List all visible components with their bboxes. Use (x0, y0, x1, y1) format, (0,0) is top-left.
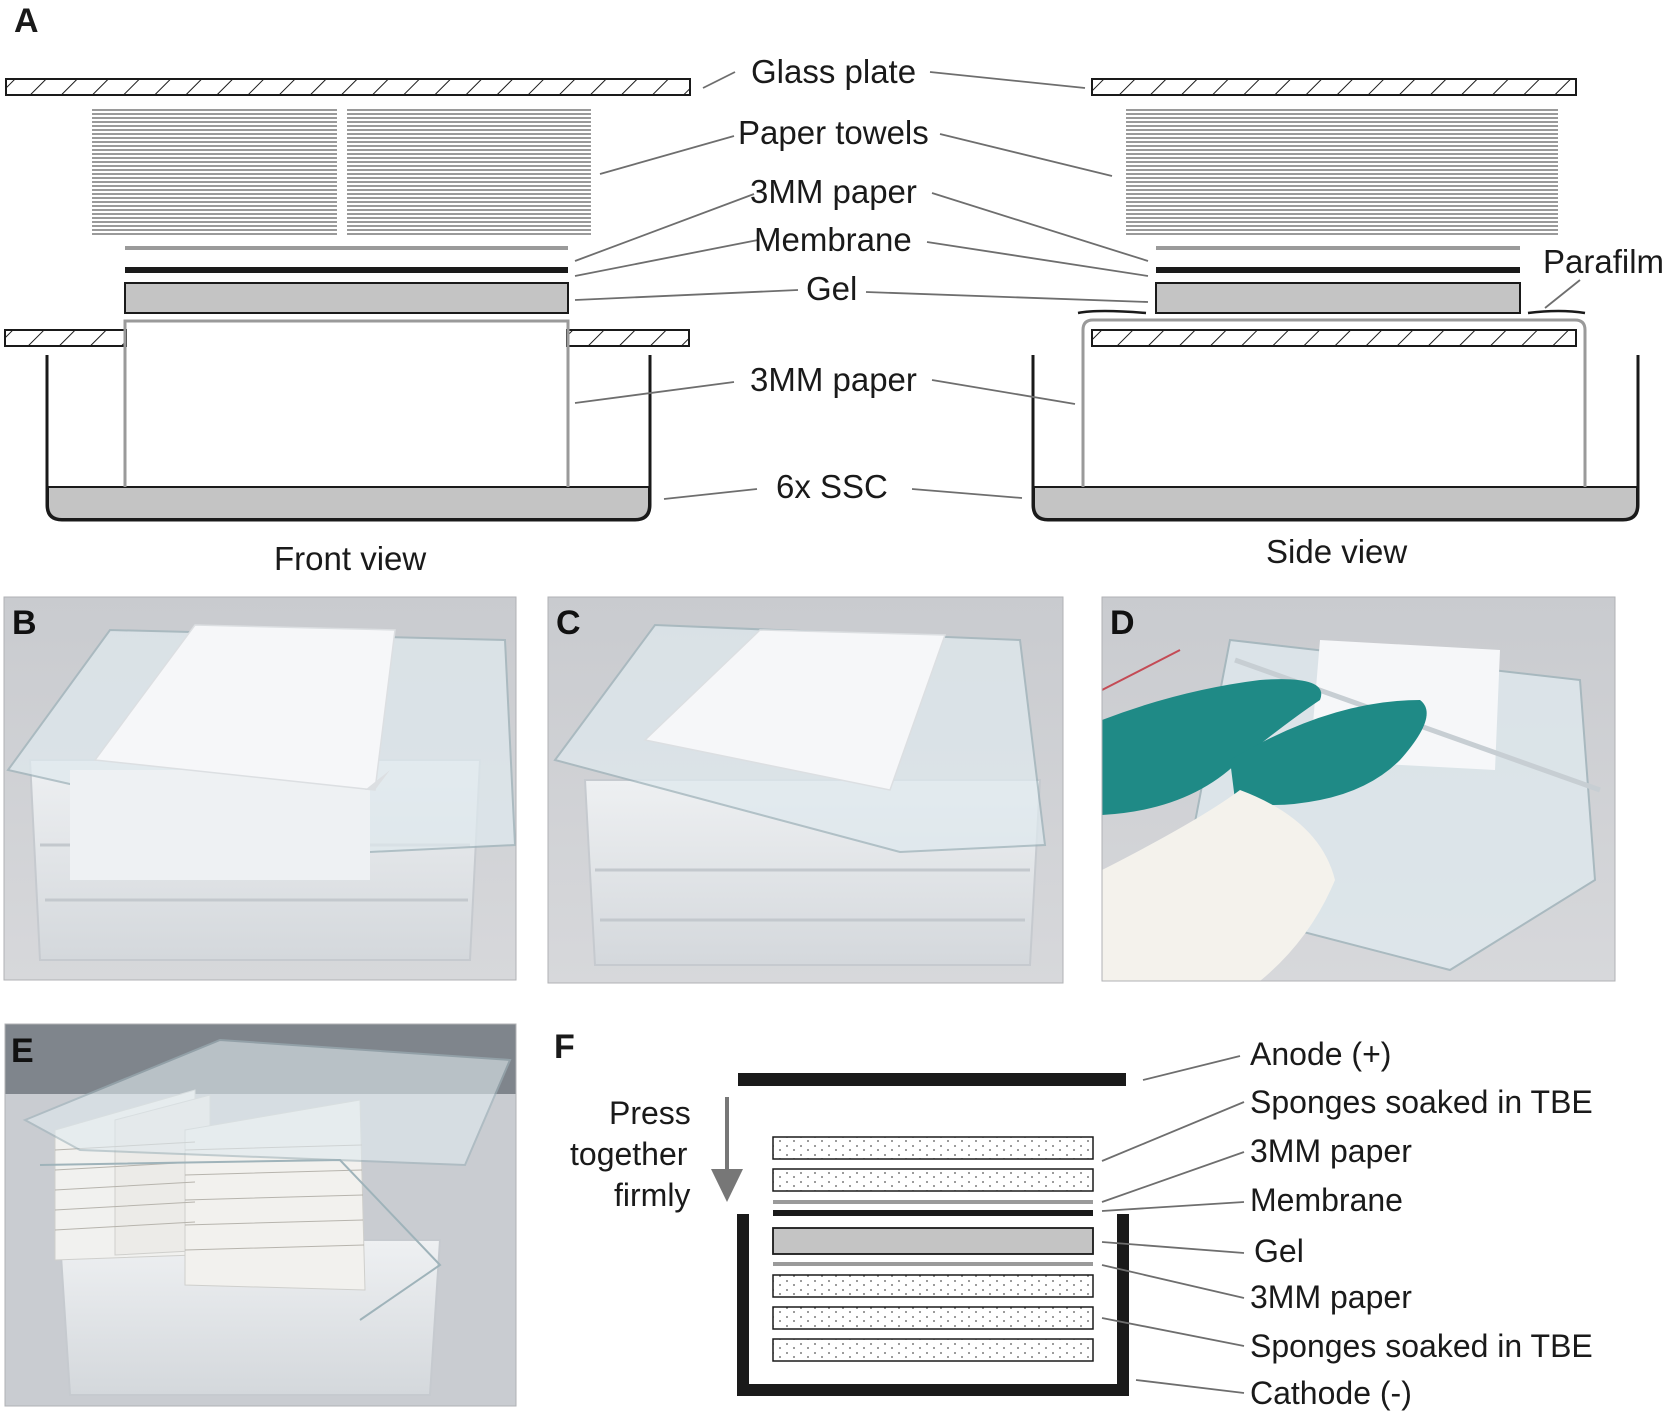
panel-label-b: B (12, 604, 37, 642)
label-anode: Anode (+) (1250, 1036, 1391, 1072)
sponge-top-2 (772, 1168, 1094, 1192)
side-glass-plate (1091, 78, 1577, 96)
side-parafilm-right (1527, 309, 1586, 315)
anode-plate (738, 1073, 1126, 1086)
side-parafilm-left (1077, 309, 1147, 315)
photo-b: B (3, 596, 517, 981)
label-3mm-paper-top: 3MM paper (750, 173, 917, 210)
label-f-gel: Gel (1254, 1233, 1304, 1269)
label-gel: Gel (806, 270, 857, 307)
front-paper-towels-right (347, 109, 591, 235)
sponge-top-1 (772, 1136, 1094, 1160)
sponge-bottom-2 (772, 1306, 1094, 1330)
panel-a-leader-lines (574, 71, 1581, 500)
front-glass-plate (5, 78, 691, 96)
label-sponges-bottom: Sponges soaked in TBE (1250, 1328, 1593, 1364)
sponge-bottom-1 (772, 1274, 1094, 1298)
side-view-diagram (1031, 78, 1640, 522)
press-arrow-head (711, 1169, 743, 1202)
label-glass-plate: Glass plate (751, 53, 916, 90)
photo-c: C (547, 596, 1064, 984)
sponge-bottom-3 (772, 1338, 1094, 1362)
front-ssc-buffer (47, 486, 650, 520)
label-f-3mm-paper-top: 3MM paper (1250, 1133, 1412, 1169)
label-membrane: Membrane (754, 221, 912, 258)
label-sponges-top: Sponges soaked in TBE (1250, 1084, 1593, 1120)
label-firmly: firmly (614, 1177, 690, 1213)
label-paper-towels: Paper towels (738, 114, 929, 151)
label-cathode: Cathode (-) (1250, 1375, 1412, 1411)
label-side-view: Side view (1266, 533, 1407, 570)
side-support-plate (1091, 329, 1577, 347)
panel-label-a: A (14, 2, 39, 40)
side-gel (1155, 282, 1521, 314)
photo-d: D (1101, 596, 1616, 982)
front-support-plate-left (4, 329, 127, 347)
front-3mm-wick (123, 319, 570, 487)
front-gel (124, 282, 569, 314)
panel-label-c: C (556, 604, 581, 642)
label-f-membrane: Membrane (1250, 1182, 1403, 1218)
cathode-tray (737, 1214, 1129, 1396)
front-paper-towels-left (92, 109, 337, 235)
panel-label-d: D (1110, 604, 1135, 642)
label-press: Press (609, 1095, 691, 1131)
panel-label-e: E (11, 1032, 34, 1070)
front-support-plate-right (566, 329, 690, 347)
side-ssc-buffer (1033, 486, 1638, 520)
label-together: together (570, 1136, 688, 1172)
label-3mm-paper-bottom: 3MM paper (750, 361, 917, 398)
label-front-view: Front view (274, 540, 426, 577)
side-paper-towels (1126, 109, 1558, 235)
panel-label-f: F (554, 1028, 575, 1066)
side-3mm-wick (1081, 318, 1587, 487)
label-parafilm: Parafilm (1543, 243, 1664, 280)
panel-f-leader-lines (1101, 1055, 1245, 1394)
label-6x-ssc: 6x SSC (776, 468, 888, 505)
label-f-3mm-paper-bottom: 3MM paper (1250, 1279, 1412, 1315)
front-view-diagram (4, 78, 691, 522)
panel-f-diagram (711, 1073, 1129, 1396)
photo-e: E (4, 1023, 517, 1407)
f-gel (772, 1227, 1094, 1255)
